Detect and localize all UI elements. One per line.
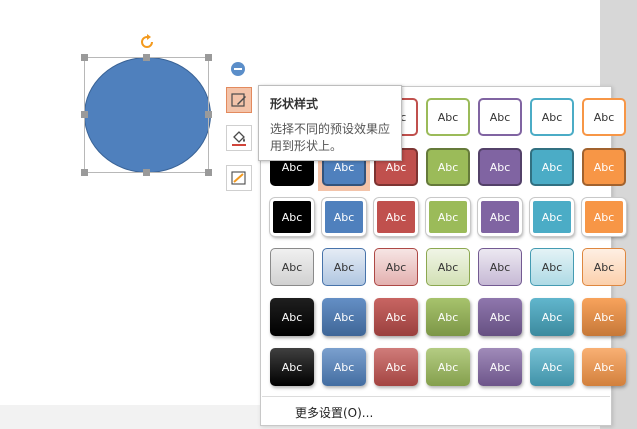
style-swatch[interactable]: Abc [478,98,522,136]
resize-handle-ne[interactable] [205,54,212,61]
style-swatch[interactable]: Abc [270,248,314,286]
style-swatch[interactable]: Abc [582,198,626,236]
style-swatch[interactable]: Abc [530,148,574,186]
style-swatch[interactable]: Abc [374,348,418,386]
resize-handle-nw[interactable] [81,54,88,61]
outline-pen-icon [231,171,246,185]
style-swatch[interactable]: Abc [322,348,366,386]
rotate-handle-icon[interactable] [139,34,155,50]
style-swatch[interactable]: Abc [322,198,366,236]
style-swatch[interactable]: Abc [426,348,470,386]
style-swatch[interactable]: Abc [530,98,574,136]
style-swatch[interactable]: Abc [426,148,470,186]
style-swatch[interactable]: Abc [270,298,314,336]
tooltip-title: 形状样式 [270,97,319,111]
style-swatch[interactable]: Abc [530,348,574,386]
style-swatch[interactable]: Abc [582,248,626,286]
style-swatch[interactable]: Abc [582,298,626,336]
style-swatch[interactable]: Abc [374,198,418,236]
style-swatch[interactable]: Abc [582,98,626,136]
paint-bucket-icon [232,131,246,146]
style-swatch[interactable]: Abc [530,248,574,286]
gallery-divider [262,396,610,397]
style-swatch[interactable]: Abc [582,148,626,186]
resize-handle-se[interactable] [205,169,212,176]
resize-handle-n[interactable] [143,54,150,61]
style-swatch[interactable]: Abc [478,148,522,186]
style-swatch[interactable]: Abc [322,248,366,286]
style-swatch[interactable]: Abc [478,298,522,336]
style-swatch[interactable]: Abc [582,348,626,386]
style-swatch[interactable]: Abc [478,248,522,286]
style-swatch[interactable]: Abc [270,348,314,386]
style-swatch[interactable]: Abc [530,198,574,236]
style-swatch[interactable]: Abc [530,298,574,336]
style-swatch[interactable]: Abc [426,248,470,286]
style-swatch[interactable]: Abc [426,298,470,336]
tooltip: 形状样式 选择不同的预设效果应用到形状上。 [258,85,402,161]
outline-color-button[interactable] [226,165,252,191]
resize-handle-s[interactable] [143,169,150,176]
style-swatch[interactable]: Abc [426,98,470,136]
style-swatch[interactable]: Abc [322,298,366,336]
tooltip-description: 选择不同的预设效果应用到形状上。 [270,122,391,153]
collapse-icon[interactable] [231,62,245,76]
shape-style-button[interactable] [226,87,252,113]
style-swatch[interactable]: Abc [270,198,314,236]
resize-handle-sw[interactable] [81,169,88,176]
style-swatch[interactable]: Abc [374,298,418,336]
fill-color-button[interactable] [226,125,252,151]
selection-frame [84,57,209,173]
more-settings-menu-item[interactable]: 更多设置(O)... [295,406,374,420]
shape-style-icon [231,93,246,107]
style-swatch[interactable]: Abc [426,198,470,236]
style-swatch[interactable]: Abc [374,248,418,286]
resize-handle-w[interactable] [81,111,88,118]
style-swatch[interactable]: Abc [478,198,522,236]
style-swatch[interactable]: Abc [478,348,522,386]
resize-handle-e[interactable] [205,111,212,118]
